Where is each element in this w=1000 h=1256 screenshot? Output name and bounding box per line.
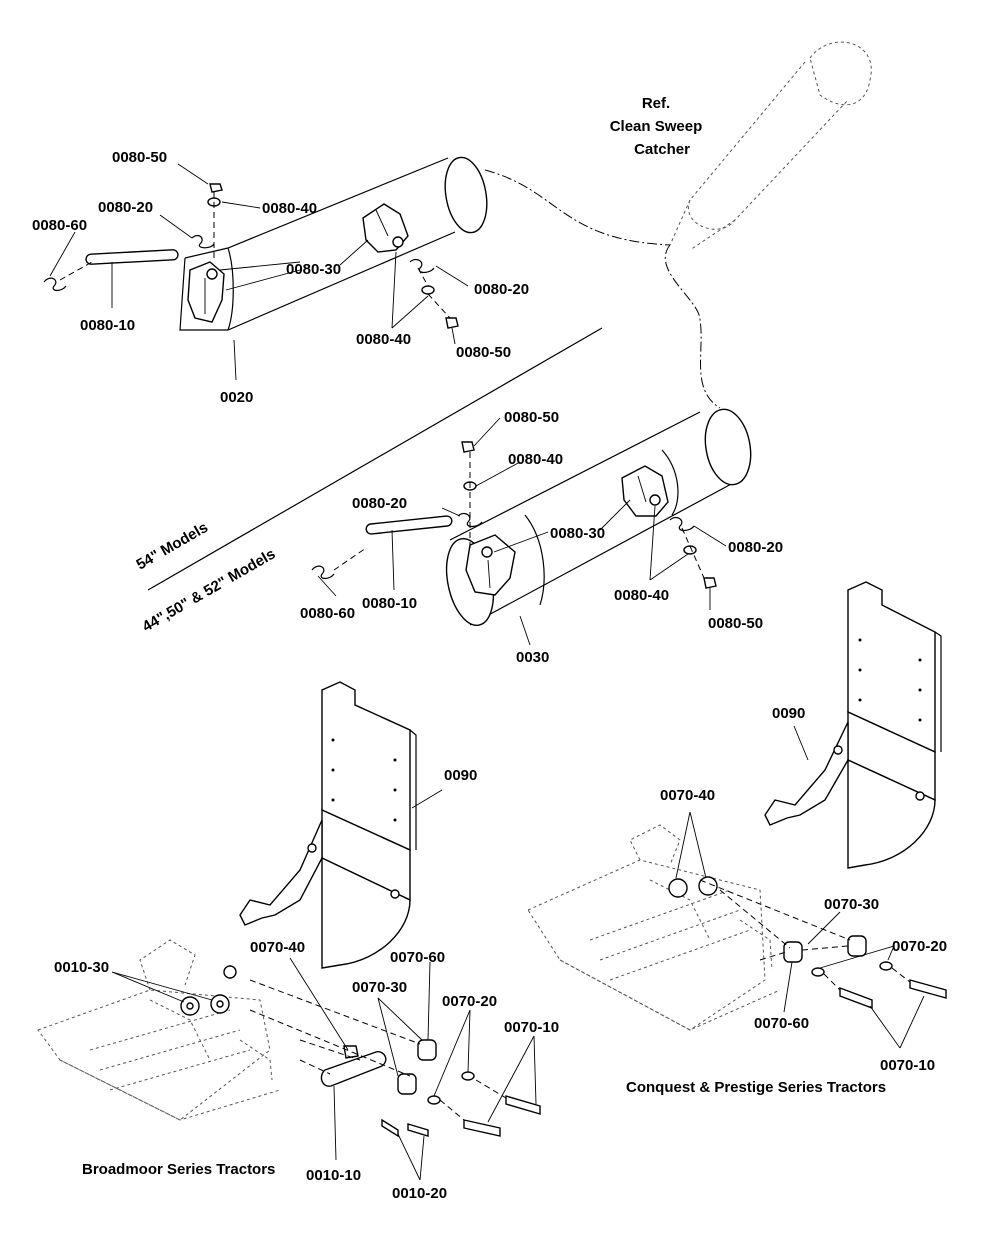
callout-0080-50: 0080-50	[708, 615, 763, 632]
callout-0080-50: 0080-50	[504, 409, 559, 426]
tube-0020	[179, 156, 488, 331]
bolt-0070-10-b	[505, 1095, 541, 1115]
broadmoor-hardware	[249, 979, 541, 1138]
bolt-0070-10-c	[839, 986, 873, 1010]
callout-0080-60: 0080-60	[32, 217, 87, 234]
tube-0030-clamp-plate-b	[621, 465, 669, 517]
callout-0070-40: 0070-40	[250, 939, 305, 956]
ref-label-line1: Ref.	[642, 95, 670, 112]
nut-0080-50-d	[703, 577, 717, 589]
bushing-conquest-a	[668, 878, 688, 898]
callout-0070-60: 0070-60	[390, 949, 445, 966]
callout-0080-30: 0080-30	[286, 261, 341, 278]
bolt-0070-10-a	[463, 1119, 501, 1137]
spacer-0070-60-a	[417, 1039, 437, 1061]
model-label-54: 54" Models	[134, 519, 211, 574]
callout-0080-40: 0080-40	[614, 587, 669, 604]
bolt-0070-10-d	[909, 979, 947, 999]
bolt-0010-20-b	[407, 1123, 429, 1137]
callout-0080-30: 0080-30	[550, 525, 605, 542]
callout-0080-10: 0080-10	[80, 317, 135, 334]
callout-0080-50: 0080-50	[456, 344, 511, 361]
callout-0070-10: 0070-10	[880, 1057, 935, 1074]
hairpin-0080-20-d	[669, 516, 695, 532]
nut-0080-50-a	[209, 183, 223, 193]
callout-0010-10: 0010-10	[306, 1167, 361, 1184]
tube-0030	[445, 408, 752, 626]
hairpin-0080-60-a	[43, 277, 67, 292]
rod-0080-10-b	[365, 515, 453, 535]
broadmoor-frame	[37, 939, 281, 1121]
callout-0090: 0090	[444, 767, 477, 784]
washer-0080-40-d	[683, 545, 697, 555]
callout-0080-20: 0080-20	[474, 281, 529, 298]
chute-0090-right	[764, 581, 942, 869]
callout-0030: 0030	[516, 649, 549, 666]
spacer-0070-60-b	[783, 941, 803, 963]
callout-0080-40: 0080-40	[356, 331, 411, 348]
ref-label-line2: Clean Sweep	[610, 118, 703, 135]
callout-0080-20: 0080-20	[98, 199, 153, 216]
bolt-0010-20-a	[381, 1118, 399, 1138]
conquest-hardware	[699, 879, 947, 1010]
callout-0090: 0090	[772, 705, 805, 722]
chute-0090-left	[239, 681, 417, 969]
callout-0070-20: 0070-20	[892, 938, 947, 955]
hairpin-0080-20-c	[457, 512, 483, 528]
hairpin-0080-20-b	[409, 258, 435, 274]
bracket-0010-10	[320, 1051, 387, 1087]
tube-0030-clamp-plate-a	[465, 534, 516, 596]
callout-0080-20: 0080-20	[352, 495, 407, 512]
tube-0020-clamp-plate-a	[187, 261, 225, 323]
rod-0080-10-a	[85, 249, 179, 265]
callout-0070-20: 0070-20	[442, 993, 497, 1010]
washer-0070-20-b	[461, 1071, 475, 1081]
model-divider-line	[147, 327, 603, 591]
callout-0010-30: 0010-30	[54, 959, 109, 976]
callout-0010-20: 0010-20	[392, 1185, 447, 1202]
hardware-upper	[43, 183, 459, 329]
callout-0070-40: 0070-40	[660, 787, 715, 804]
ref-label-line3: Catcher	[634, 141, 690, 158]
conquest-frame	[527, 824, 781, 1031]
caption-broadmoor: Broadmoor Series Tractors	[82, 1161, 275, 1178]
reference-catcher-ghost	[484, 41, 872, 409]
callout-0080-50: 0080-50	[112, 149, 167, 166]
callout-0080-60: 0080-60	[300, 605, 355, 622]
callout-0070-60: 0070-60	[754, 1015, 809, 1032]
washer-0070-20-c	[811, 967, 825, 977]
callout-0070-10: 0070-10	[504, 1019, 559, 1036]
tube-0020-outlet	[444, 156, 488, 234]
callout-0080-20: 0080-20	[728, 539, 783, 556]
washer-0070-20-d	[879, 961, 893, 971]
callout-0080-10: 0080-10	[362, 595, 417, 612]
callout-0070-30: 0070-30	[352, 979, 407, 996]
nut-0080-50-b	[445, 317, 459, 329]
hairpin-0080-60-b	[311, 565, 335, 580]
caption-conquest: Conquest & Prestige Series Tractors	[626, 1079, 886, 1096]
spacer-0070-30-a	[397, 1073, 417, 1095]
callout-0070-30: 0070-30	[824, 896, 879, 913]
tube-0030-outlet	[704, 408, 752, 486]
callout-0080-40: 0080-40	[262, 200, 317, 217]
washer-0080-40-b	[421, 285, 435, 295]
spacer-0070-30-b	[847, 935, 867, 957]
leader-lines	[49, 163, 925, 1181]
callout-0080-40: 0080-40	[508, 451, 563, 468]
hairpin-0080-20-a	[191, 234, 215, 249]
hardware-lower-tube	[311, 441, 717, 589]
callout-0020: 0020	[220, 389, 253, 406]
nut-0080-50-c	[461, 441, 475, 453]
washer-0070-20-a	[427, 1095, 441, 1105]
